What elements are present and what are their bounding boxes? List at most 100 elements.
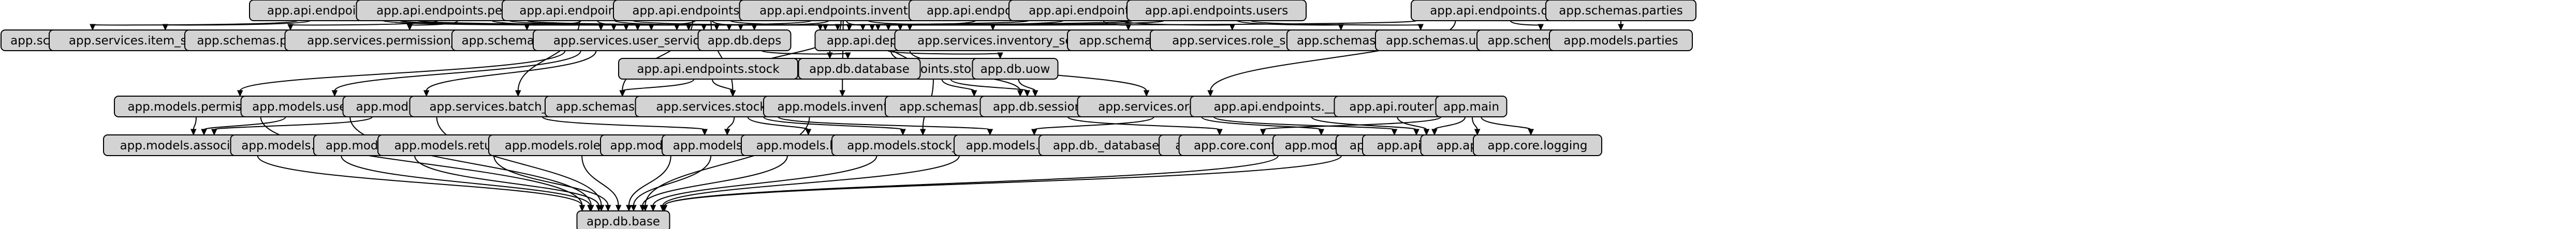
edge-line <box>334 50 581 91</box>
edge-models-role-to-models-associations <box>211 116 373 136</box>
node-label: app.api.endpoints.users <box>1145 4 1288 18</box>
edge-line <box>1201 116 1322 130</box>
edge-svc-stock-to-models-stock <box>777 116 993 136</box>
edge-schemas-parties-to-models-parties <box>1618 20 1624 31</box>
edge-svc-stock-to-models-stock-ledger <box>763 116 906 136</box>
edge-models-role-to-db-base <box>436 116 605 212</box>
edge-db-deps-to-db-database <box>761 50 851 59</box>
edge-arrowhead <box>615 205 622 212</box>
node-models-user: app.models.user <box>240 96 363 117</box>
edge-line <box>711 79 734 91</box>
edge-arrowhead <box>619 90 626 97</box>
edge-arrowhead <box>1017 90 1023 97</box>
edge-line <box>493 155 609 206</box>
edge-arrowhead <box>900 129 906 136</box>
edge-arrowhead <box>906 24 913 31</box>
edge-ep-stock-ledger-to-schemas-stock-ledger <box>941 79 977 97</box>
node-schemas-parties: app.schemas.parties <box>1545 0 1696 21</box>
node-label: app.db.database <box>809 63 910 76</box>
edge-line <box>414 155 599 206</box>
node-box <box>1473 134 1602 156</box>
node-app-main: app.main <box>1435 96 1507 117</box>
edge-arrowhead <box>701 129 708 136</box>
edge-line <box>349 116 592 206</box>
node-svc-inventory: app.services.inventory_service <box>894 29 1125 51</box>
edge-ep-stock-ledger-to-db-session <box>950 79 1031 97</box>
edge-ep-permissions-to-svc-permission <box>406 20 459 31</box>
edge-arrowhead <box>839 90 845 97</box>
edge-line <box>257 155 583 206</box>
edge-ep-batch-to-svc-user <box>597 20 630 31</box>
edge-models-role-grants-to-db-base <box>581 155 622 212</box>
node-box <box>618 58 798 80</box>
edge-arrowhead <box>635 24 641 31</box>
edge-line <box>761 50 848 55</box>
edge-line <box>1250 20 1422 26</box>
edge-line <box>664 155 1279 206</box>
edge-arrowhead <box>845 52 851 59</box>
edge-arrowhead <box>919 129 926 136</box>
node-models-parties: app.models.parties <box>1549 29 1693 51</box>
edge-line <box>290 20 438 26</box>
edge-arrowhead <box>1474 129 1481 136</box>
edge-arrowhead <box>674 24 680 31</box>
edge-arrowhead <box>817 24 824 31</box>
edge-arrowhead <box>190 129 197 136</box>
edge-ep-users-to-schemas-token <box>1237 20 1344 31</box>
edge-line <box>887 50 1001 55</box>
edge-svc-order-to-models-stock <box>1031 116 1154 136</box>
edge-line <box>239 50 566 91</box>
node-ep-users: app.api.endpoints.users <box>1126 0 1307 21</box>
edge-models-return-record-to-db-base <box>493 155 611 212</box>
edge-line <box>662 155 960 206</box>
edge-line <box>664 155 1342 206</box>
edge-arrowhead <box>423 90 430 97</box>
node-label: app.api.endpoints.stock <box>637 63 780 76</box>
edge-arrowhead <box>1217 129 1223 136</box>
edge-app-main-to-api-endpoints <box>1431 116 1466 136</box>
edge-arrowhead <box>639 205 646 212</box>
node-db-session: app.db.session <box>979 96 1095 117</box>
edge-ep-roles-to-svc-role <box>1120 20 1236 31</box>
edge-line <box>628 155 671 206</box>
edge-line <box>645 116 810 206</box>
edge-arrowhead <box>650 205 656 212</box>
edge-line <box>1033 116 1154 130</box>
edge-arrowhead <box>846 24 853 31</box>
edge-models-party-to-db-base <box>414 155 602 212</box>
node-label: app.services.user_service <box>553 34 707 48</box>
node-label: app.db.base <box>587 215 660 228</box>
edge-api-deps-to-db-uow <box>887 50 1003 59</box>
edge-line <box>426 50 597 91</box>
edge-svc-user-to-models-permission <box>237 50 566 97</box>
edge-models-location-to-db-base <box>639 155 788 212</box>
edge-models-batch-to-db-base <box>631 155 712 212</box>
node-ep-inventory: app.api.endpoints.inventory <box>739 0 948 21</box>
node-box <box>1126 0 1307 21</box>
edge-app-main-to-core-logging <box>1481 116 1534 136</box>
edge-line <box>642 155 788 206</box>
edge-models-item-to-db-base <box>341 155 593 212</box>
edge-arrowhead <box>515 90 521 97</box>
edge-ep-items-to-svc-item <box>162 20 311 31</box>
node-label: app.schemas.parties <box>1559 4 1682 18</box>
edge-svc-user-to-models-user <box>331 50 581 97</box>
edge-arrowhead <box>211 129 217 136</box>
edge-models-permission-to-db-base <box>260 116 586 212</box>
edge-ep-stock-to-svc-stock <box>711 79 736 97</box>
node-db-uow: app.db.uow <box>972 58 1059 80</box>
edge-arrowhead <box>685 24 692 31</box>
edge-svc-stock-to-models-batch <box>724 116 735 136</box>
edge-line <box>1213 116 1395 130</box>
edge-ep-orders-to-schemas-order <box>1510 20 1544 31</box>
node-label: app.api.deps <box>827 34 903 48</box>
edge-models-order-to-db-base <box>661 155 1279 212</box>
edge-api-router-to-api-endpoints <box>1397 116 1430 136</box>
edge-arrowhead <box>1143 90 1150 97</box>
edge-arrowhead <box>1032 90 1038 97</box>
node-label: app.main <box>1443 100 1499 114</box>
edge-line <box>1510 20 1542 26</box>
edge-arrowhead <box>987 129 993 136</box>
edge-models-associations-to-db-base <box>257 155 586 212</box>
node-box <box>798 58 921 80</box>
